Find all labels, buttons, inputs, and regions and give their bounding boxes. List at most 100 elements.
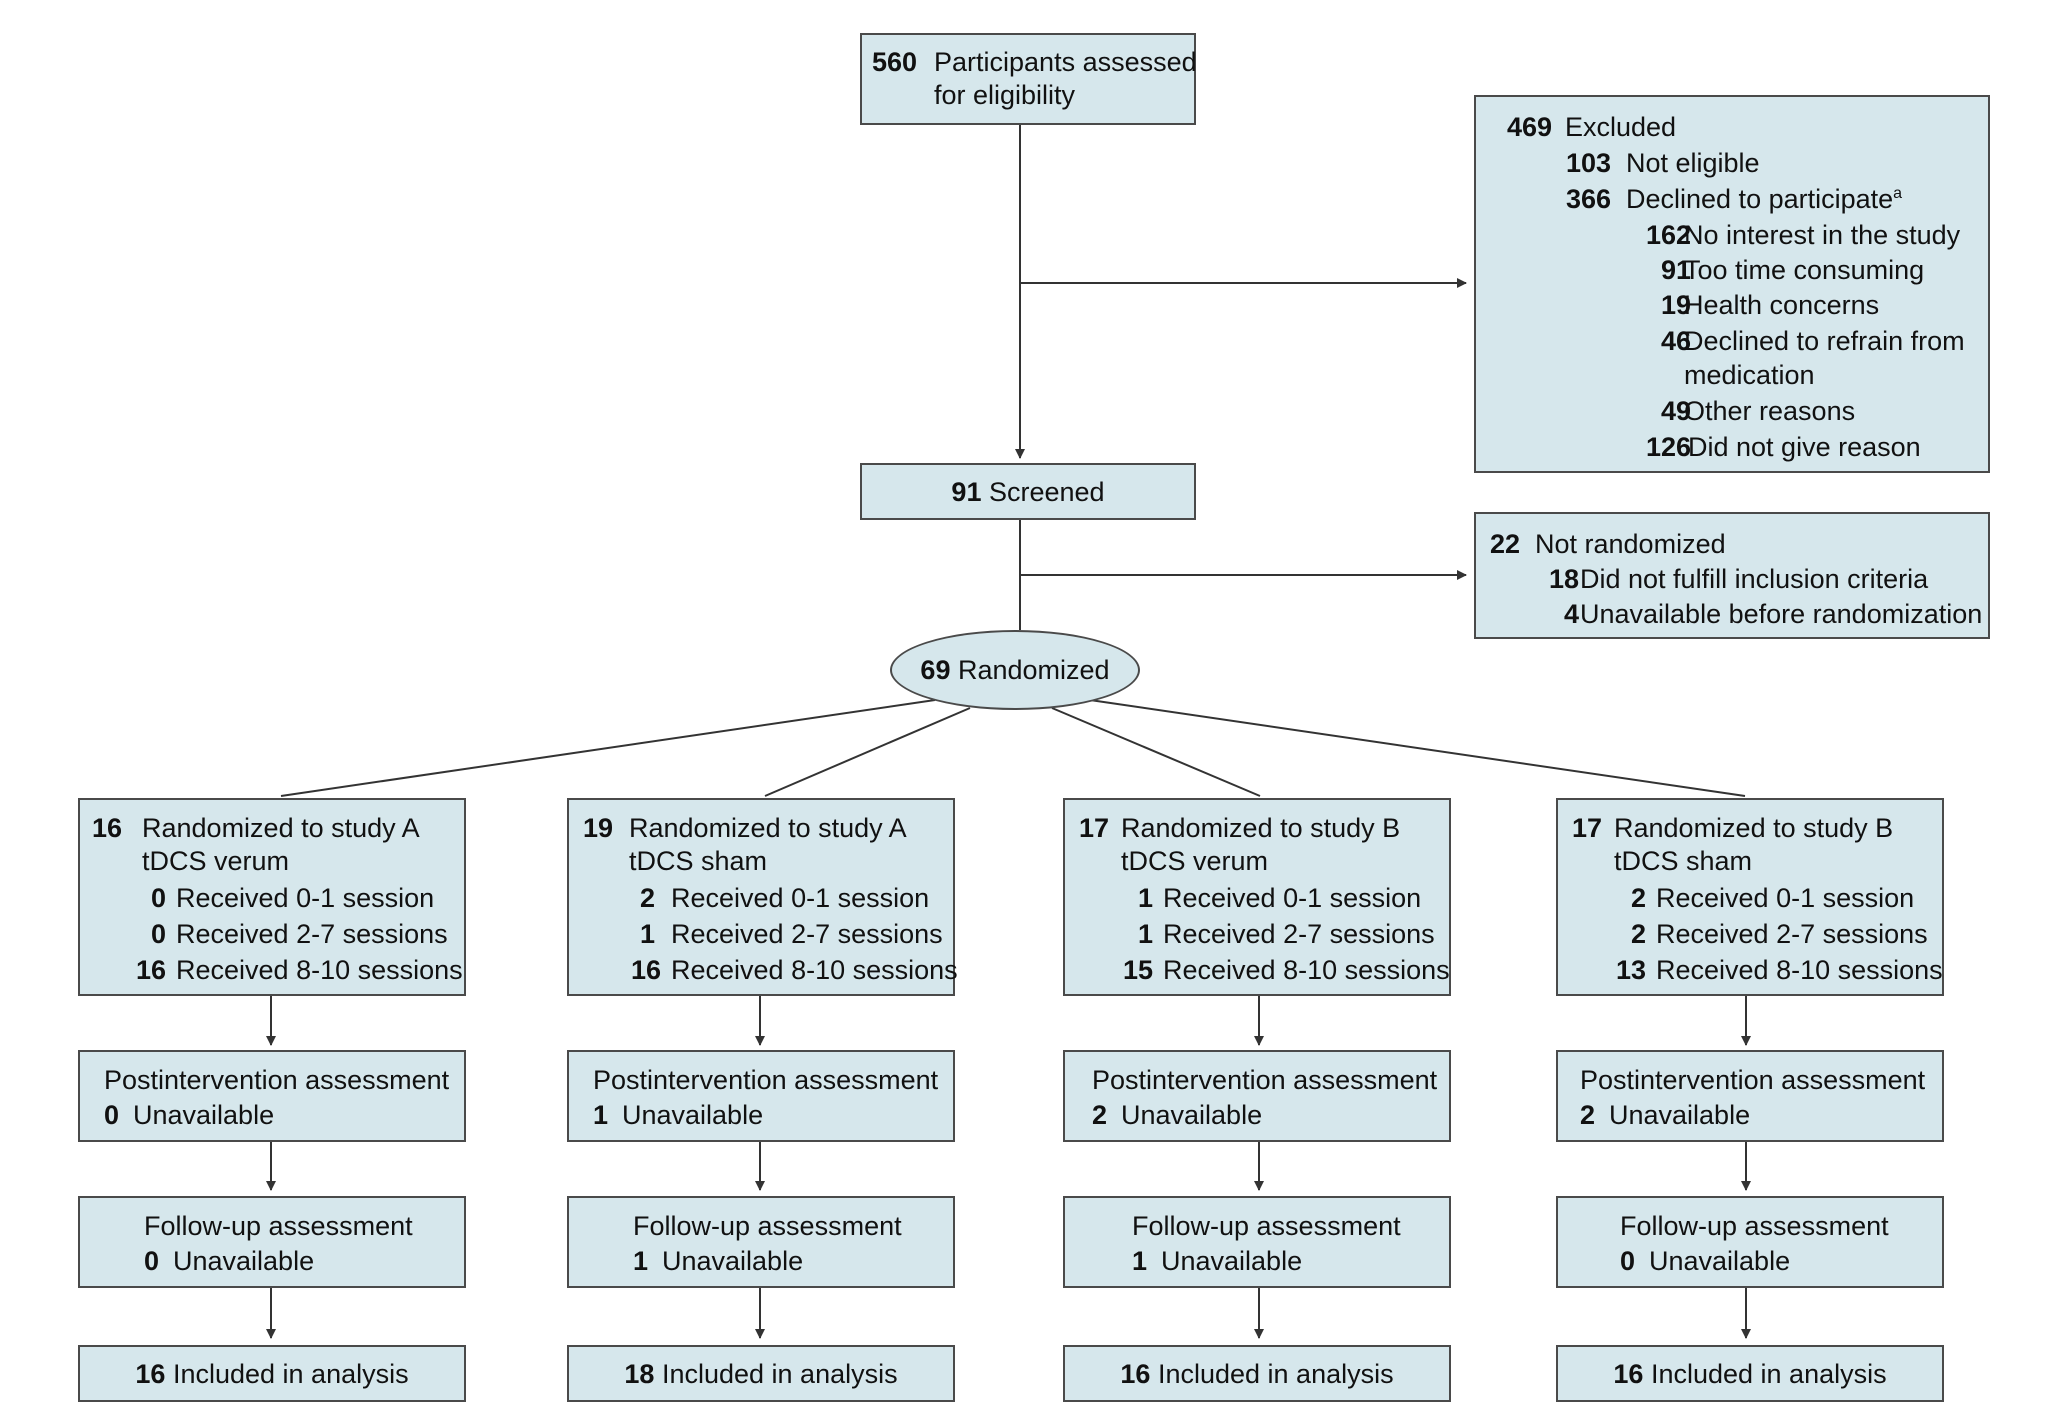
session-count: 13: [1615, 955, 1646, 985]
session-label: Received 0-1 session: [671, 883, 930, 913]
unavailable-count: 0: [144, 1246, 160, 1276]
arm-title-line-2: tDCS verum: [142, 846, 290, 876]
reason-count: 46: [1660, 326, 1691, 356]
session-label: Received 0-1 session: [1163, 883, 1422, 913]
analysis-count: 16: [135, 1358, 166, 1389]
line-to-arm-4: [1089, 699, 1746, 797]
arm-title-line-1: Randomized to study A: [142, 813, 420, 843]
analysis-label: Included in analysis: [661, 1358, 898, 1389]
eligibility-label-line-2: for eligibility: [934, 80, 1076, 110]
not-eligible-label: Not eligible: [1626, 148, 1760, 178]
screened-label: Screened: [988, 476, 1105, 507]
arm-title-line-1: Randomized to study B: [1614, 813, 1894, 843]
screened-count: 91: [951, 476, 982, 507]
eligibility-count: 560: [872, 47, 918, 77]
randomized-count: 69: [920, 654, 951, 685]
session-label: Received 0-1 session: [1656, 883, 1915, 913]
session-count: 15: [1122, 955, 1153, 985]
reason-count: 162: [1645, 220, 1691, 250]
arm-count: 19: [583, 813, 614, 843]
line-to-arm-2: [764, 707, 971, 797]
arm-box: 17 Randomized to study B tDCS verum 1 Re…: [1063, 798, 1451, 996]
declined-label: Declined to participate: [1626, 184, 1894, 214]
postintervention-box: Postintervention assessment 0 Unavailabl…: [78, 1050, 466, 1142]
followup-box: Follow-up assessment 1 Unavailable: [1063, 1196, 1451, 1288]
not-randomized-reason-count: 4: [1563, 599, 1579, 629]
unavailable-label: Unavailable: [662, 1246, 804, 1276]
session-label: Received 8-10 sessions: [176, 955, 463, 985]
not-randomized-reason-count: 18: [1548, 564, 1579, 594]
unavailable-label: Unavailable: [1161, 1246, 1303, 1276]
arm-title-line-1: Randomized to study A: [629, 813, 907, 843]
not-randomized-label: Not randomized: [1535, 529, 1726, 559]
not-randomized-reason-label: Unavailable before randomization: [1580, 599, 1983, 629]
analysis-box: 16 Included in analysis: [78, 1345, 466, 1402]
reason-label: No interest in the study: [1684, 220, 1961, 250]
reason-count: 49: [1660, 396, 1691, 426]
session-label: Received 2-7 sessions: [1163, 919, 1435, 949]
session-label: Received 8-10 sessions: [671, 955, 958, 985]
session-count: 0: [150, 919, 166, 949]
reason-label: Other reasons: [1684, 396, 1856, 426]
session-count: 2: [639, 883, 655, 913]
excluded-box: 469 Excluded 103 Not eligible 366 Declin…: [1474, 95, 1990, 473]
analysis-box: 16 Included in analysis: [1063, 1345, 1451, 1402]
arm-title-line-2: tDCS sham: [1614, 846, 1753, 876]
session-count: 1: [639, 919, 655, 949]
postintervention-box: Postintervention assessment 2 Unavailabl…: [1556, 1050, 1944, 1142]
arm-count: 16: [92, 813, 123, 843]
randomized-label: Randomized: [957, 654, 1110, 685]
unavailable-count: 0: [104, 1100, 120, 1130]
declined-footnote: a: [1893, 185, 1903, 202]
arm-title-line-1: Randomized to study B: [1121, 813, 1401, 843]
session-label: Received 2-7 sessions: [671, 919, 943, 949]
followup-box: Follow-up assessment 0 Unavailable: [1556, 1196, 1944, 1288]
postintervention-label: Postintervention assessment: [1580, 1065, 1926, 1095]
randomized-ellipse: 69 Randomized: [890, 630, 1140, 710]
unavailable-count: 2: [1092, 1100, 1108, 1130]
arm-title-line-2: tDCS verum: [1121, 846, 1269, 876]
unavailable-label: Unavailable: [133, 1100, 275, 1130]
declined-count: 366: [1566, 184, 1612, 214]
postintervention-label: Postintervention assessment: [1092, 1065, 1438, 1095]
session-count: 0: [150, 883, 166, 913]
analysis-count: 16: [1613, 1358, 1644, 1389]
session-count: 16: [135, 955, 166, 985]
unavailable-count: 1: [1132, 1246, 1148, 1276]
analysis-count: 18: [624, 1358, 655, 1389]
arm-count: 17: [1572, 813, 1603, 843]
session-label: Received 2-7 sessions: [1656, 919, 1928, 949]
session-count: 1: [1137, 883, 1153, 913]
reason-label-line-2: medication: [1684, 360, 1815, 390]
not-randomized-box: 22 Not randomized 18 Did not fulfill inc…: [1474, 512, 1990, 639]
unavailable-count: 1: [593, 1100, 609, 1130]
analysis-label: Included in analysis: [1157, 1358, 1394, 1389]
session-label: Received 0-1 session: [176, 883, 435, 913]
not-randomized-count: 22: [1490, 529, 1521, 559]
eligibility-label-line-1: Participants assessed: [934, 47, 1197, 77]
declined-text: Declined to participatea: [1626, 181, 1902, 217]
session-label: Received 8-10 sessions: [1163, 955, 1450, 985]
reason-count: 126: [1645, 432, 1691, 462]
reason-count: 91: [1660, 255, 1691, 285]
analysis-box: 18 Included in analysis: [567, 1345, 955, 1402]
unavailable-label: Unavailable: [1609, 1100, 1751, 1130]
analysis-label: Included in analysis: [1650, 1358, 1887, 1389]
screened-box: 91 Screened: [860, 463, 1196, 520]
followup-label: Follow-up assessment: [1132, 1211, 1401, 1241]
reason-label: Too time consuming: [1684, 255, 1925, 285]
not-eligible-count: 103: [1566, 148, 1612, 178]
postintervention-label: Postintervention assessment: [593, 1065, 939, 1095]
reason-label: Declined to refrain from: [1684, 326, 1965, 356]
line-to-arm-3: [1051, 707, 1261, 797]
eligibility-box: 560 Participants assessed for eligibilit…: [860, 33, 1197, 125]
unavailable-label: Unavailable: [1121, 1100, 1263, 1130]
followup-label: Follow-up assessment: [633, 1211, 902, 1241]
unavailable-label: Unavailable: [173, 1246, 315, 1276]
line-to-arm-1: [280, 699, 936, 797]
reason-label: Did not give reason: [1688, 432, 1921, 462]
not-randomized-reason-label: Did not fulfill inclusion criteria: [1580, 564, 1929, 594]
session-label: Received 2-7 sessions: [176, 919, 448, 949]
session-count: 16: [630, 955, 661, 985]
